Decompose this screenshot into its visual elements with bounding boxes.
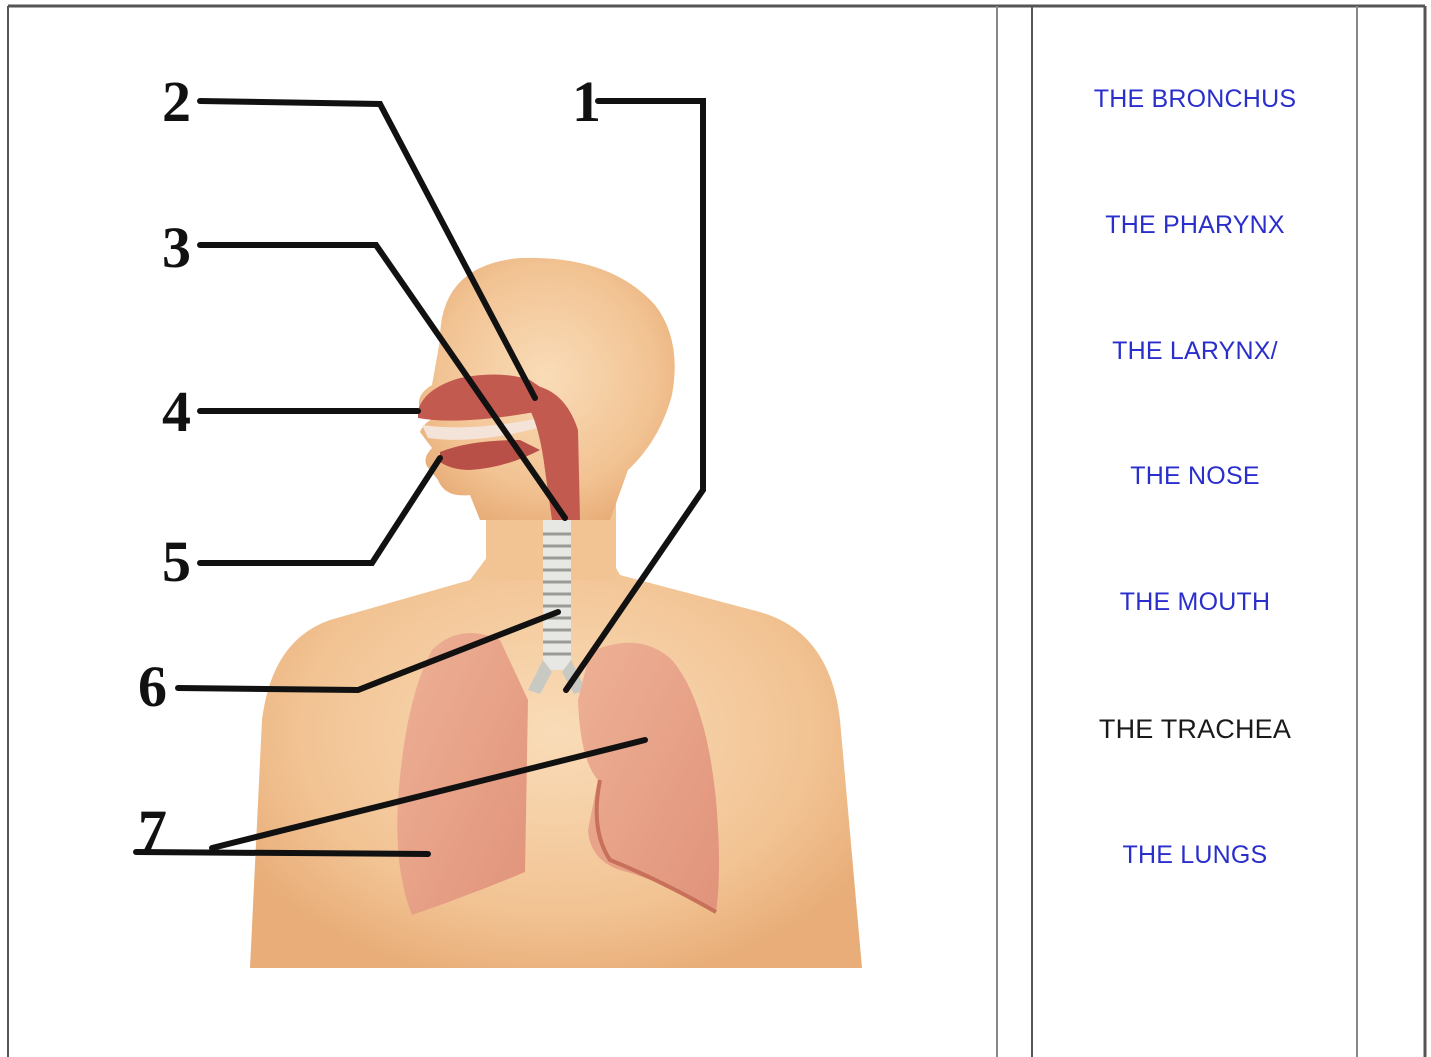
number-5: 5 <box>162 529 191 594</box>
number-6: 6 <box>138 654 167 719</box>
term-mouth: THE MOUTH <box>1034 588 1356 617</box>
term-pharynx: THE PHARYNX <box>1034 211 1356 240</box>
leader-line-5 <box>200 458 440 563</box>
term-nose: THE NOSE <box>1034 462 1356 491</box>
number-4: 4 <box>162 379 191 444</box>
term-list: THE BRONCHUS THE PHARYNX THE LARYNX/ THE… <box>1034 0 1356 1057</box>
number-2: 2 <box>162 69 191 134</box>
term-trachea: THE TRACHEA <box>1034 714 1356 745</box>
term-bronchus: THE BRONCHUS <box>1034 85 1356 114</box>
number-7: 7 <box>138 798 167 863</box>
number-3: 3 <box>162 215 191 280</box>
number-1: 1 <box>572 69 601 134</box>
term-lungs: THE LUNGS <box>1034 841 1356 870</box>
leader-line-7a <box>136 852 428 854</box>
term-larynx: THE LARYNX/ <box>1034 337 1356 366</box>
